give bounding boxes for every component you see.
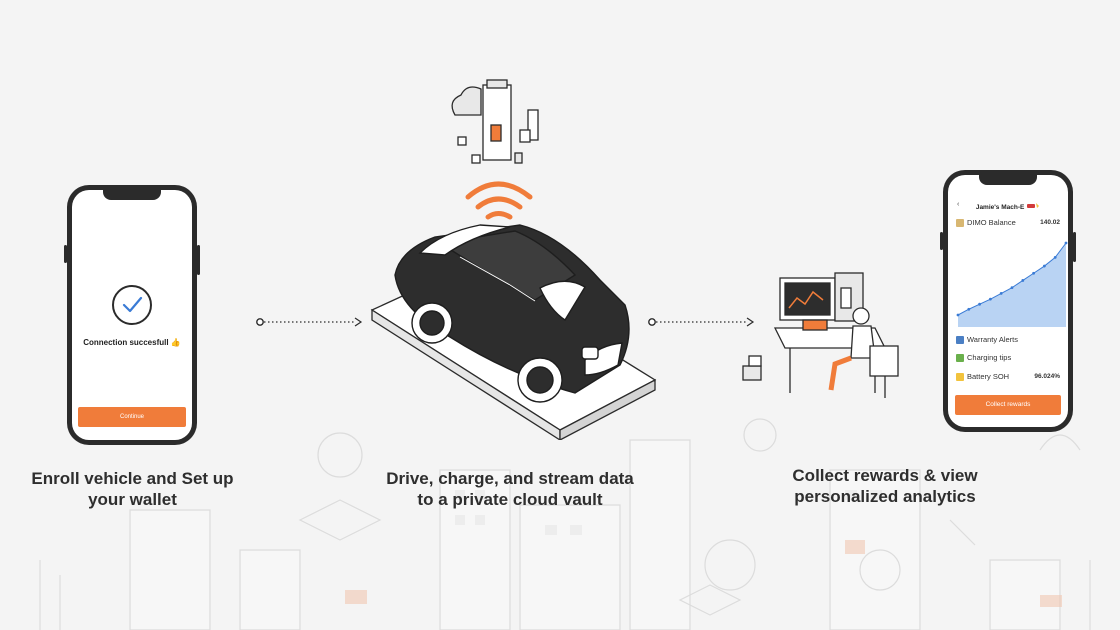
step-2-caption: Drive, charge, and stream data to a priv… [370, 468, 650, 510]
chart-point [1032, 271, 1035, 275]
balance-chart [956, 241, 1068, 327]
balance-label-text: DIMO Balance [967, 218, 1016, 227]
info-icon [956, 336, 964, 345]
chart-point [956, 313, 960, 317]
chart-point [967, 307, 971, 311]
phone-notch [103, 190, 161, 200]
chart-point [1064, 241, 1068, 245]
back-icon[interactable]: ‹ [957, 201, 960, 208]
chart-area [958, 243, 1066, 327]
step-2-line-1: Drive, charge, and stream data [386, 469, 634, 488]
warranty-label: Warranty Alerts [967, 335, 1018, 344]
step-1-line-1: Enroll vehicle and Set up [31, 469, 234, 488]
vehicle-title: Jamie's Mach-E [948, 202, 1068, 211]
warranty-row[interactable]: Warranty Alerts [956, 335, 1060, 345]
battery-value: 96.024% [1034, 373, 1060, 380]
step-1-caption: Enroll vehicle and Set up your wallet [20, 468, 245, 510]
battery-row[interactable]: Battery SOH 96.024% [956, 372, 1060, 382]
phone-analytics: ‹ Jamie's Mach-E DIMO Balance 140.02 War… [940, 170, 1076, 432]
phone-side-button [1073, 232, 1076, 262]
step-1-line-2: your wallet [88, 490, 177, 509]
chart-point [1010, 286, 1014, 290]
collect-rewards-button[interactable]: Collect rewards [955, 395, 1061, 415]
phone-side-button [940, 232, 943, 250]
chart-point [978, 302, 981, 306]
connection-status: Connection succesfull 👍 [72, 338, 192, 347]
charging-label: Charging tips [967, 353, 1012, 362]
step-3-caption: Collect rewards & view personalized anal… [775, 465, 995, 507]
chart-point [999, 292, 1003, 295]
battery-label: Battery SOH [967, 372, 1010, 381]
connection-status-text: Connection succesfull [83, 338, 169, 347]
vehicle-title-text: Jamie's Mach-E [975, 204, 1025, 211]
battery-icon [956, 354, 964, 363]
charging-row[interactable]: Charging tips [956, 353, 1060, 363]
balance-row[interactable]: DIMO Balance 140.02 [956, 218, 1060, 228]
step-3-line-2: personalized analytics [794, 487, 976, 506]
chart-point [1053, 256, 1057, 259]
thumbs-up-icon: 👍 [170, 338, 181, 347]
phone-screen: ‹ Jamie's Mach-E DIMO Balance 140.02 War… [948, 175, 1068, 427]
phone-side-button [197, 245, 200, 275]
balance-value: 140.02 [1040, 219, 1060, 226]
car-streaming-illustration [370, 79, 657, 440]
lightning-icon [956, 373, 964, 382]
step-3-line-1: Collect rewards & view [792, 466, 978, 485]
connector-arrow-2 [648, 317, 755, 327]
connector-arrow-1 [256, 317, 363, 327]
balance-label: DIMO Balance [956, 218, 1016, 228]
wifi-signal-icon [465, 181, 533, 220]
analytics-desk-illustration [742, 272, 899, 398]
phone-screen: Connection succesfull 👍 Continue [72, 190, 192, 440]
cloud-vault-icon [451, 79, 539, 164]
car-icon [394, 224, 630, 403]
continue-button[interactable]: Continue [78, 407, 186, 427]
chart-point [989, 297, 992, 301]
phone-enroll: Connection succesfull 👍 Continue [64, 185, 200, 445]
phone-side-button [64, 245, 67, 263]
chart-point [1021, 279, 1025, 282]
money-icon [956, 219, 964, 228]
check-icon [112, 285, 152, 325]
car-emoji-icon [1027, 203, 1040, 208]
chart-point [1043, 264, 1046, 268]
phone-notch [979, 175, 1037, 185]
step-2-line-2: to a private cloud vault [417, 490, 603, 509]
